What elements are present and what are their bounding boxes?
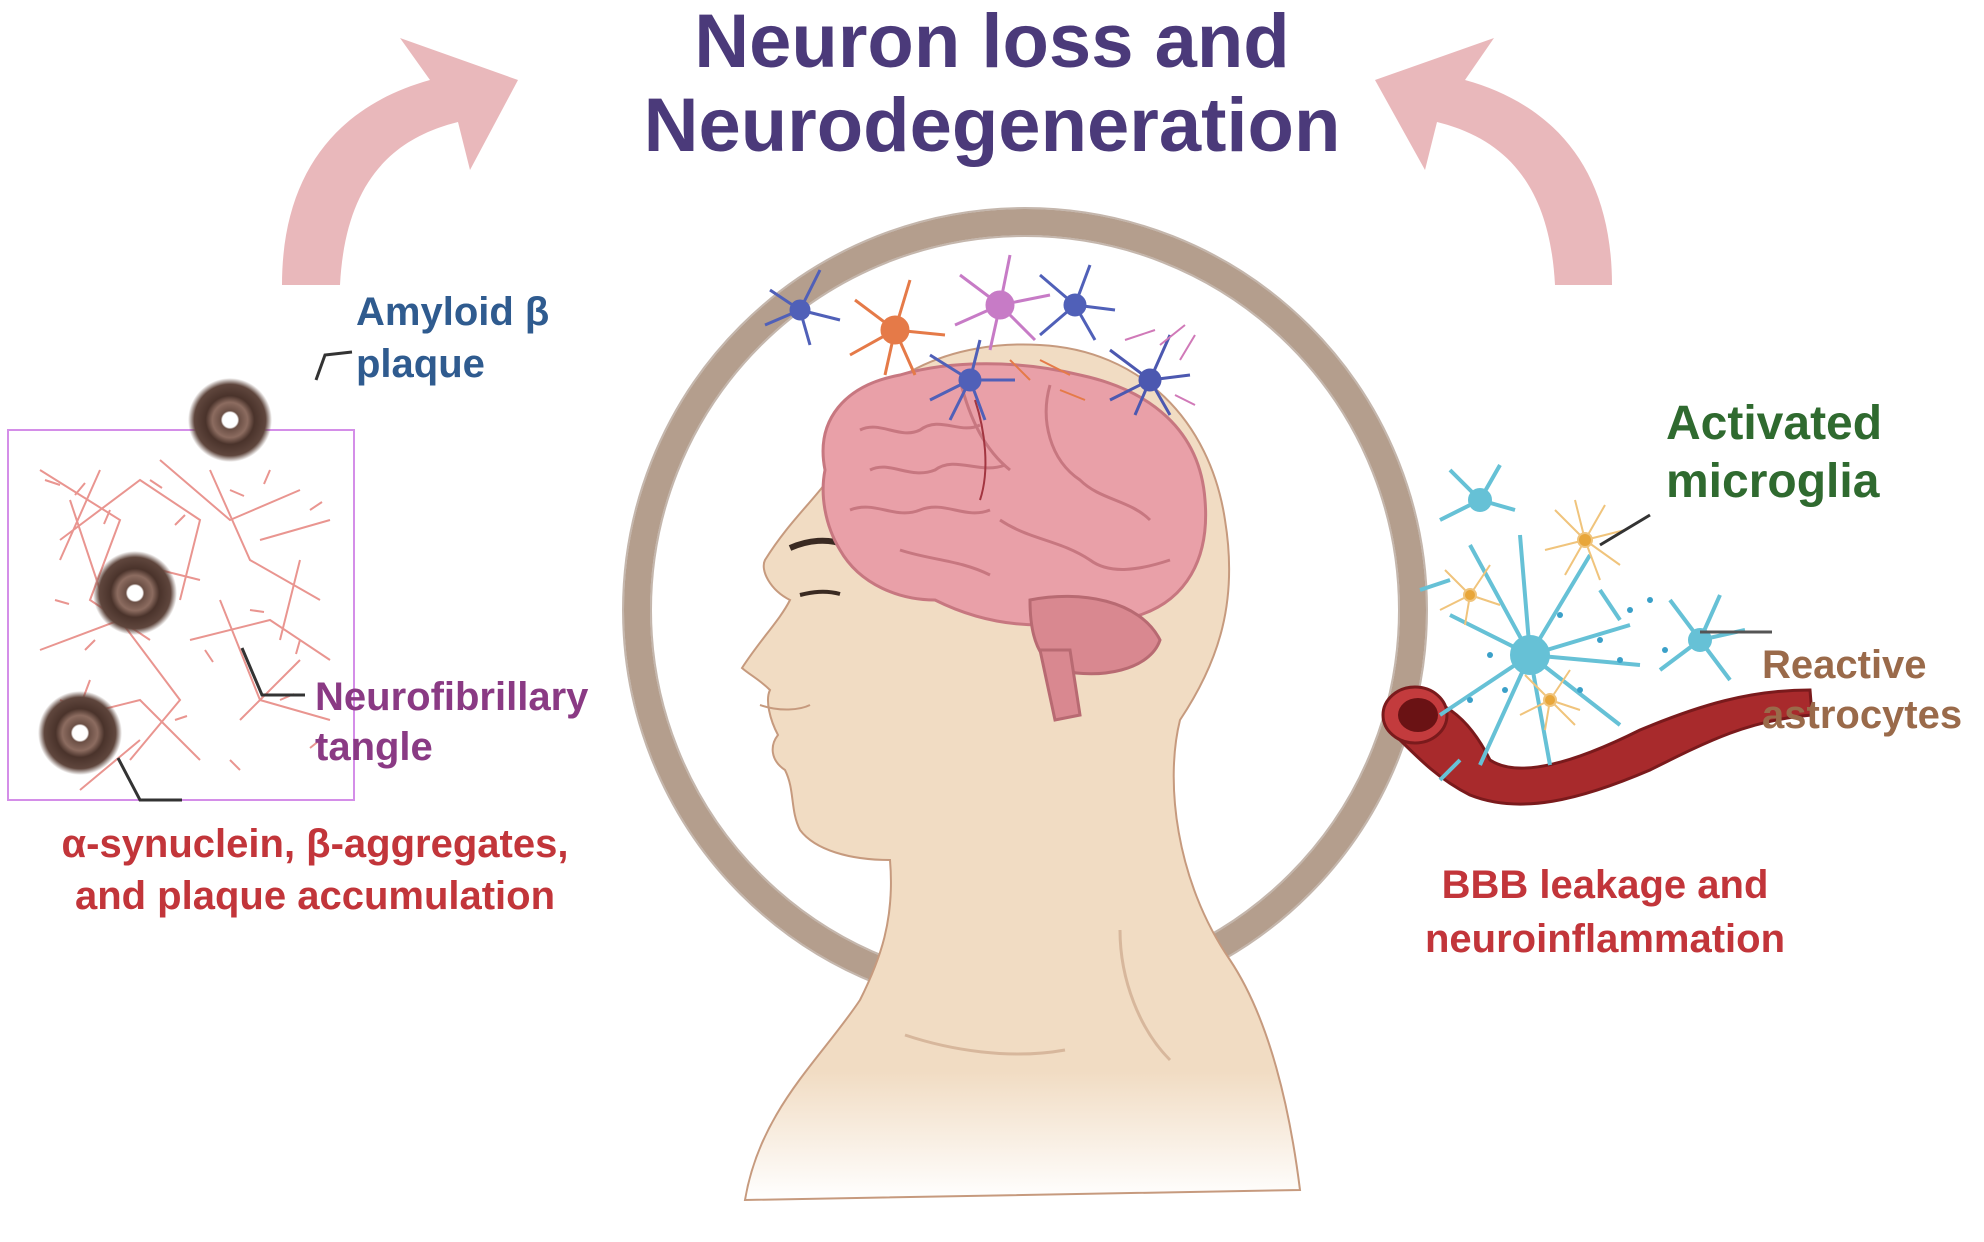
- plaque-leader-line: [116, 757, 182, 802]
- title-line-2: Neurodegeneration: [643, 83, 1341, 168]
- amyloid-leader-line: [314, 350, 353, 381]
- right-curved-arrow: [1375, 38, 1612, 285]
- tangle-leader-line: [240, 647, 305, 697]
- brain: [821, 362, 1208, 722]
- microglia-leader-line: [1599, 513, 1651, 547]
- amyloid-label-line-2: plaque: [356, 342, 485, 386]
- tangle-label-line-1: Neurofibrillary: [315, 675, 589, 719]
- bbb-caption-line-2: neuroinflammation: [1424, 917, 1786, 961]
- astrocytes-label-line-2: astrocytes: [1762, 693, 1963, 737]
- astrocytes-label-line-1: Reactive: [1762, 643, 1927, 687]
- amyloid-label-line-1: Amyloid β: [356, 290, 550, 334]
- title-line-1: Neuron loss and: [694, 0, 1290, 84]
- activated-microglia-label: Activated microglia: [1666, 395, 1882, 511]
- reactive-astrocytes-label: Reactive astrocytes: [1762, 640, 1962, 740]
- microglia-label-line-1: Activated: [1666, 397, 1883, 450]
- bbb-caption-line-1: BBB leakage and: [1441, 863, 1769, 907]
- inflammatory-particles: [1467, 597, 1668, 703]
- amyloid-plaques: [38, 378, 272, 775]
- fibril-network: [39, 459, 331, 791]
- diagram-title: Neuron loss and Neurodegeneration: [0, 0, 1984, 168]
- left-curved-arrow: [282, 38, 518, 285]
- bbb-leakage-caption: BBB leakage and neuroinflammation: [1380, 858, 1830, 966]
- microglia-label-line-2: microglia: [1666, 455, 1880, 508]
- tangle-label-line-2: tangle: [315, 725, 433, 769]
- neurofibrillary-tangle-label: Neurofibrillary tangle: [315, 672, 588, 772]
- neuron-cluster: [764, 254, 1196, 421]
- activated-microglia-cells: [1439, 499, 1626, 731]
- reactive-astrocytes-cells: [1419, 464, 1746, 782]
- blood-vessel: [1381, 685, 1814, 806]
- aggregates-caption: α-synuclein, β-aggregates, and plaque ac…: [61, 822, 569, 918]
- amyloid-plaque-label: Amyloid β plaque: [356, 286, 549, 390]
